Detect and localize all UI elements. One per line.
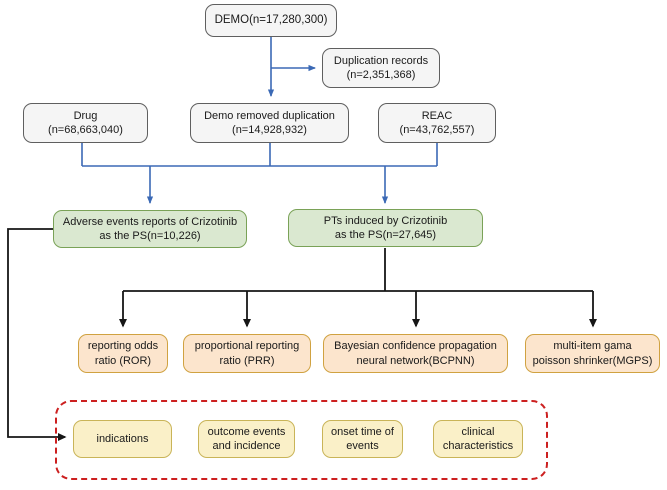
- node-outcome-events: outcome events and incidence: [198, 420, 295, 458]
- node-mgps: multi-item gama poisson shrinker(MGPS): [525, 334, 660, 373]
- blue-merge-tree: [81, 143, 438, 167]
- node-bcpnn: Bayesian confidence propagation neural n…: [323, 334, 508, 373]
- node-prr: proportional reporting ratio (PRR): [183, 334, 311, 373]
- node-demo: DEMO(n=17,280,300): [205, 4, 337, 37]
- node-demo-removed-duplication: Demo removed duplication (n=14,928,932): [190, 103, 349, 143]
- node-onset-time: onset time of events: [322, 420, 403, 458]
- node-pts-induced: PTs induced by Crizotinib as the PS(n=27…: [288, 209, 483, 247]
- analysis-group-dashed-box: [55, 400, 548, 480]
- arrow-adverse-to-analyses: [7, 228, 67, 441]
- node-adverse-events-reports: Adverse events reports of Crizotinib as …: [53, 210, 247, 248]
- node-indications: indications: [73, 420, 172, 458]
- black-split-tree: [123, 248, 593, 292]
- node-duplication-records: Duplication records (n=2,351,368): [322, 48, 440, 88]
- node-clinical-characteristics: clinical characteristics: [433, 420, 523, 458]
- node-drug: Drug (n=68,663,040): [23, 103, 148, 143]
- node-ror: reporting odds ratio (ROR): [78, 334, 168, 373]
- node-reac: REAC (n=43,762,557): [378, 103, 496, 143]
